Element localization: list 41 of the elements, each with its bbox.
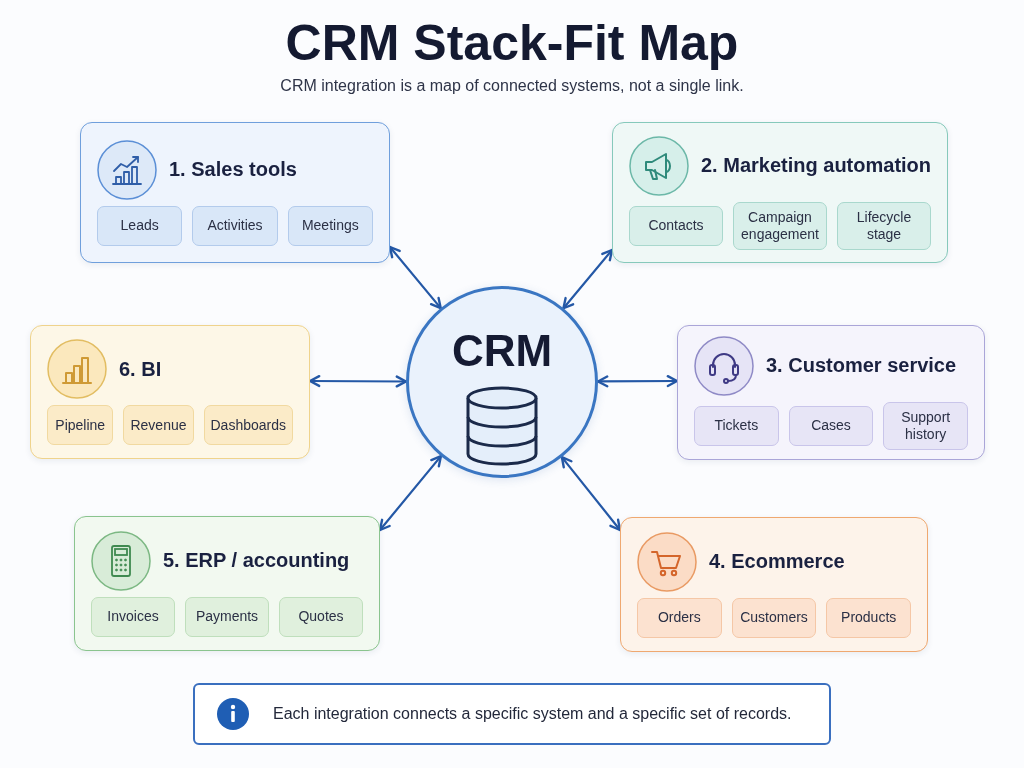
double-arrow bbox=[562, 248, 614, 310]
double-arrow bbox=[378, 454, 443, 532]
info-note-box bbox=[193, 683, 831, 745]
double-arrow bbox=[596, 375, 679, 388]
record-tag: Pipeline bbox=[47, 405, 114, 445]
double-arrow bbox=[308, 375, 408, 388]
record-tag: Contacts bbox=[629, 205, 723, 246]
system-panel bbox=[74, 516, 380, 651]
record-tag: Invoices bbox=[91, 596, 175, 637]
panel-title: 5. ERP / accounting bbox=[163, 549, 350, 572]
panel-title: 1. Sales tools bbox=[169, 158, 297, 181]
page-title: CRM Stack-Fit Map bbox=[285, 14, 739, 72]
system-panel bbox=[30, 325, 310, 459]
record-tag: Products bbox=[826, 597, 911, 638]
record-tag: Activities bbox=[192, 205, 278, 246]
record-tag: Campaign engagement bbox=[733, 201, 827, 250]
system-panel bbox=[620, 517, 928, 652]
record-tag: Tickets bbox=[694, 405, 779, 446]
panel-title: 4. Ecommerce bbox=[709, 550, 845, 573]
record-tag: Orders bbox=[637, 597, 722, 638]
record-tag: Payments bbox=[185, 596, 269, 637]
record-tag: Customers bbox=[731, 597, 817, 638]
subtitle: CRM integration is a map of connected systems, not a single link. bbox=[280, 76, 744, 96]
record-tag: Cases bbox=[788, 405, 874, 446]
double-arrow bbox=[560, 455, 622, 532]
double-arrow bbox=[388, 245, 442, 310]
record-tag: Revenue bbox=[123, 405, 194, 445]
panel-title: 2. Marketing automation bbox=[701, 154, 932, 177]
record-tag: Meetings bbox=[287, 205, 373, 246]
record-tag: Support history bbox=[883, 401, 968, 450]
record-tag: Dashboards bbox=[203, 405, 293, 445]
record-tag: Lifecycle stage bbox=[837, 201, 931, 250]
record-tag: Leads bbox=[97, 205, 183, 246]
system-panel bbox=[612, 122, 948, 263]
hub-label: CRM bbox=[451, 327, 553, 375]
panel-title: 6. BI bbox=[119, 357, 162, 381]
system-panel bbox=[80, 122, 390, 263]
system-panel bbox=[677, 325, 985, 460]
panel-title: 3. Customer service bbox=[766, 354, 957, 377]
record-tag: Quotes bbox=[279, 596, 363, 637]
note-text: Each integration connects a specific system and a specific set of records. bbox=[273, 704, 792, 724]
